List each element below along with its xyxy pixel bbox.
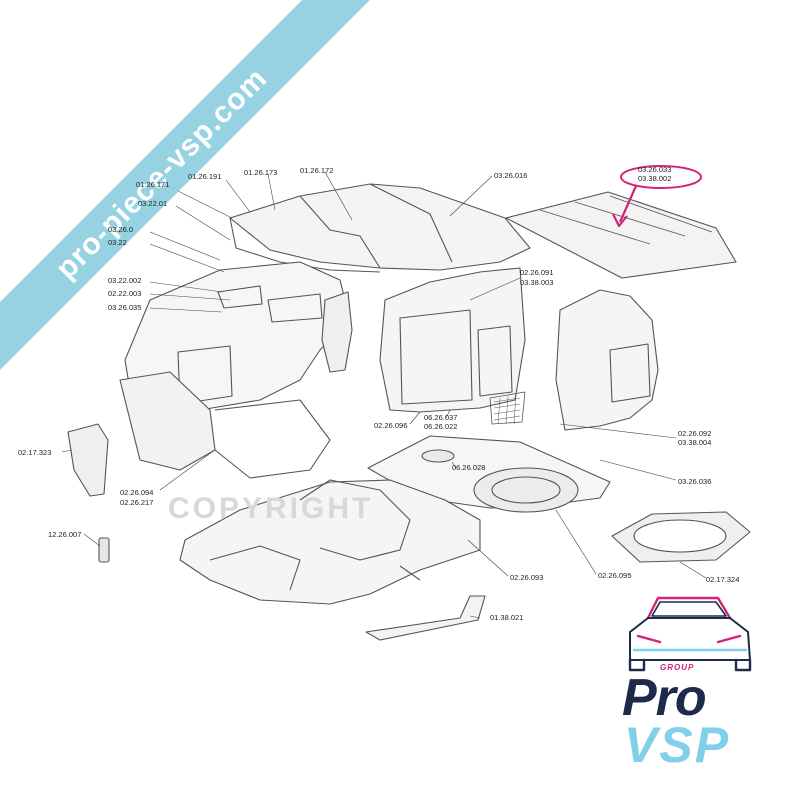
part-label: 06.26.037	[424, 413, 458, 422]
highlight-ellipse	[620, 165, 702, 189]
part-label: 06.26.022	[424, 422, 458, 431]
part-label: 02.22.003	[108, 289, 142, 298]
plug-cylinder	[98, 537, 110, 563]
part-label: 02.26.217	[120, 498, 154, 507]
part-label: 03.26.036	[678, 477, 712, 486]
part-label: 01.26.172	[300, 166, 334, 175]
a-pillar	[321, 291, 353, 373]
part-label: 03.22.002	[108, 276, 142, 285]
logo-group-text: GROUP	[660, 663, 695, 672]
part-label: 02.26.091	[520, 268, 554, 277]
part-label: 12.26.007	[48, 530, 82, 539]
round-plug	[421, 449, 455, 463]
grille-mesh	[489, 391, 526, 425]
logo-vsp-text: VSP	[624, 717, 731, 773]
part-label: 03.38.003	[520, 278, 554, 287]
rear-side-inner	[379, 267, 526, 413]
part-label: 03.26.035	[108, 303, 142, 312]
part-label: 02.26.092	[678, 429, 712, 438]
bracket-strip	[365, 595, 486, 641]
part-label: 02.17.324	[706, 575, 740, 584]
part-label: 03.26.016	[494, 171, 528, 180]
copyright-watermark: COPYRIGHT	[168, 492, 374, 525]
part-label: 02.26.095	[598, 571, 632, 580]
part-label: 01.38.021	[490, 613, 524, 622]
side-trim	[67, 423, 109, 497]
part-label: 03.38.002	[638, 174, 672, 183]
front-left-floor	[119, 371, 216, 471]
logo-pro-text: Pro	[622, 669, 707, 727]
part-label: 01.26.173	[244, 168, 278, 177]
highlight-arrow	[618, 185, 638, 223]
right-side-panel	[555, 289, 659, 431]
part-label: 03.26.033	[638, 165, 672, 174]
part-label: 06.26.028	[452, 463, 486, 472]
provsp-logo: GROUP Pro VSP	[600, 588, 780, 788]
car-outline-icon	[628, 596, 752, 672]
roof-panel	[229, 183, 531, 271]
part-label: 02.26.093	[510, 573, 544, 582]
part-label: 03.38.004	[678, 438, 712, 447]
part-label: 03.26.0	[108, 225, 134, 234]
part-label: 01.26.191	[188, 172, 222, 181]
part-label: 03.22	[108, 238, 127, 247]
part-label: 02.26.094	[120, 488, 154, 497]
part-label: 01.26.171	[136, 180, 170, 189]
part-label: 02.26.096	[374, 421, 408, 430]
part-label: 02.17.323	[18, 448, 52, 457]
part-label: 03.22.01	[138, 199, 168, 208]
